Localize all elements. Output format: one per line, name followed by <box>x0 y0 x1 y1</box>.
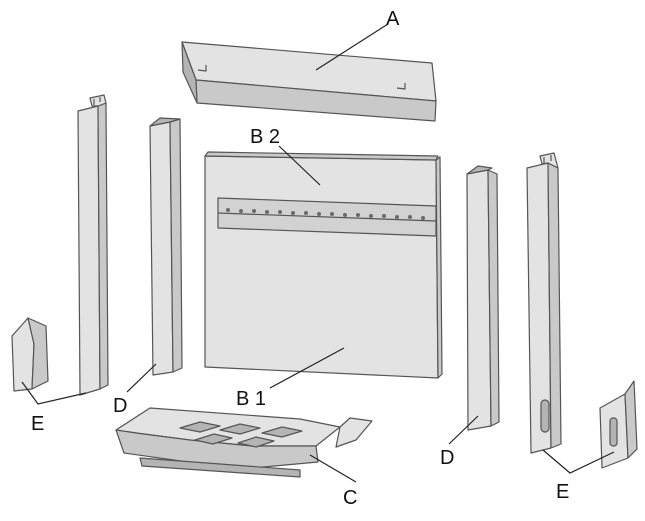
leader-e-left <box>21 381 87 405</box>
leader-b2 <box>278 145 321 186</box>
leader-e-right <box>542 449 615 474</box>
part-d-right-side <box>466 165 500 431</box>
leader-c <box>309 454 357 483</box>
part-b-back-panel <box>204 151 443 379</box>
part-e-left-small-block <box>11 317 49 392</box>
leader-d-right <box>448 415 479 445</box>
grate-bars <box>179 421 303 448</box>
label-e-right: E <box>556 481 569 503</box>
label-b2: B 2 <box>250 126 280 148</box>
label-d-right: D <box>440 447 454 469</box>
leader-b1 <box>269 347 345 389</box>
part-a-top-plate <box>181 41 437 122</box>
part-c-grate <box>115 407 373 478</box>
leader-a <box>315 23 389 71</box>
part-labels: A B 2 B 1 C D D E E <box>31 8 569 509</box>
part-d-left-side <box>149 117 183 376</box>
label-d-left: D <box>113 395 127 417</box>
part-e-right-small-block <box>599 380 638 469</box>
label-e-left: E <box>31 413 44 435</box>
label-a: A <box>386 8 400 30</box>
leader-d-left <box>126 363 157 393</box>
label-c: C <box>343 487 357 509</box>
label-b1: B 1 <box>236 388 266 410</box>
leader-lines <box>21 23 615 483</box>
part-e-left-tall-side <box>77 94 109 396</box>
part-e-right-tall-side <box>526 152 562 454</box>
perforation-holes <box>226 208 425 220</box>
